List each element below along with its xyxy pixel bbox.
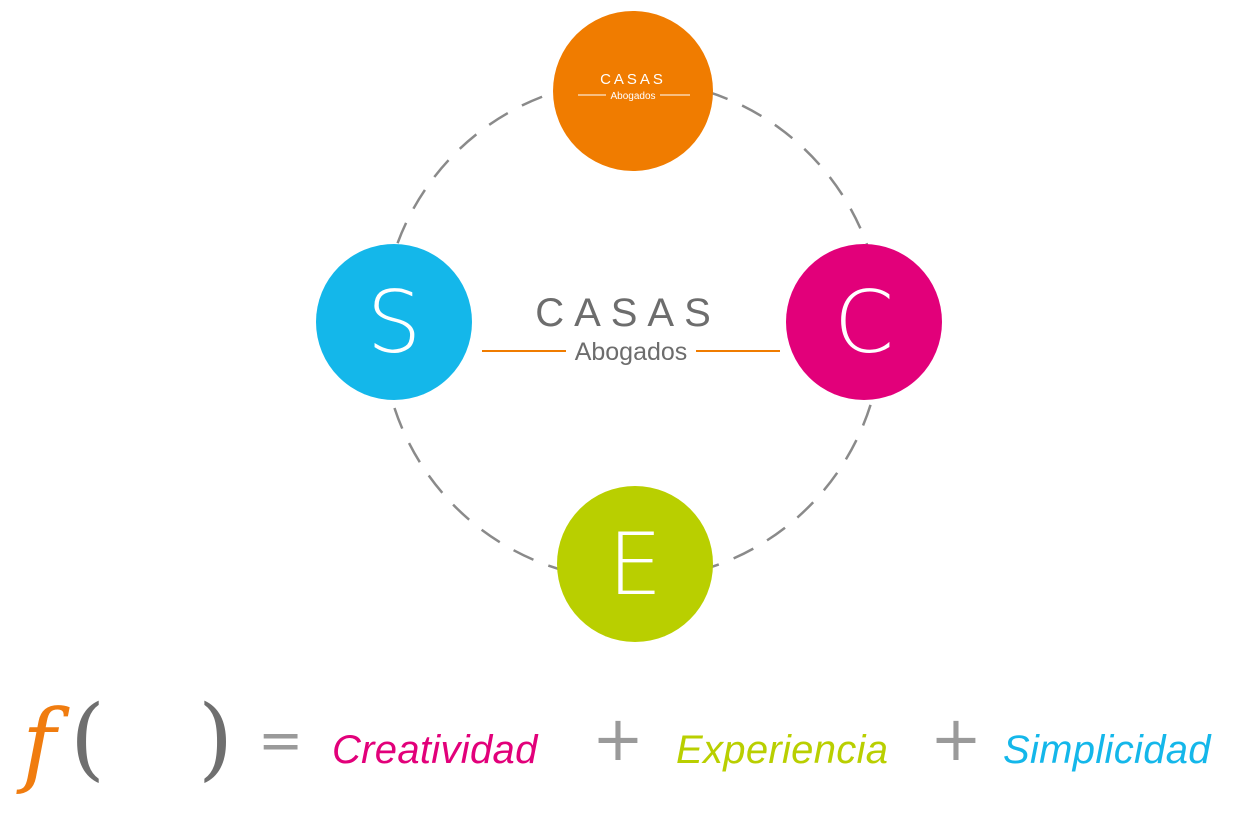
center-logo-title: CASAS xyxy=(535,291,721,335)
right-circle-letter: C xyxy=(834,273,894,373)
bottom-circle-letter: E xyxy=(608,515,662,615)
center-logo-subtitle: Abogados xyxy=(575,338,688,366)
left-circle-letter: S xyxy=(367,273,422,373)
center-logo: CASAS Abogados xyxy=(482,291,780,366)
plus-sign-2: + xyxy=(930,702,982,775)
left-circle-disc xyxy=(316,244,472,400)
close-paren: ) xyxy=(198,686,234,791)
term-experiencia: Experiencia xyxy=(676,728,889,772)
top-circle-disc xyxy=(553,11,713,171)
top-circle: CASAS Abogados xyxy=(553,11,713,171)
top-logo-title: CASAS xyxy=(600,71,666,88)
term-simplicidad: Simplicidad xyxy=(1003,728,1211,772)
plus-sign-1: + xyxy=(592,702,644,775)
formula: f ( ) = Creatividad + Experiencia + Simp… xyxy=(0,690,1245,815)
right-circle: C xyxy=(786,244,942,400)
bottom-circle-disc xyxy=(557,486,713,642)
open-paren: ( xyxy=(70,686,106,791)
right-circle-disc xyxy=(786,244,942,400)
bottom-circle: E xyxy=(557,486,713,642)
function-letter: f xyxy=(22,690,57,797)
term-creatividad: Creatividad xyxy=(332,728,538,772)
equals-sign: = xyxy=(258,709,304,772)
left-circle: S xyxy=(316,244,472,400)
cycle-diagram: CASAS Abogados S C E CASAS Abogados xyxy=(316,11,942,642)
top-logo-subtitle: Abogados xyxy=(610,91,655,102)
